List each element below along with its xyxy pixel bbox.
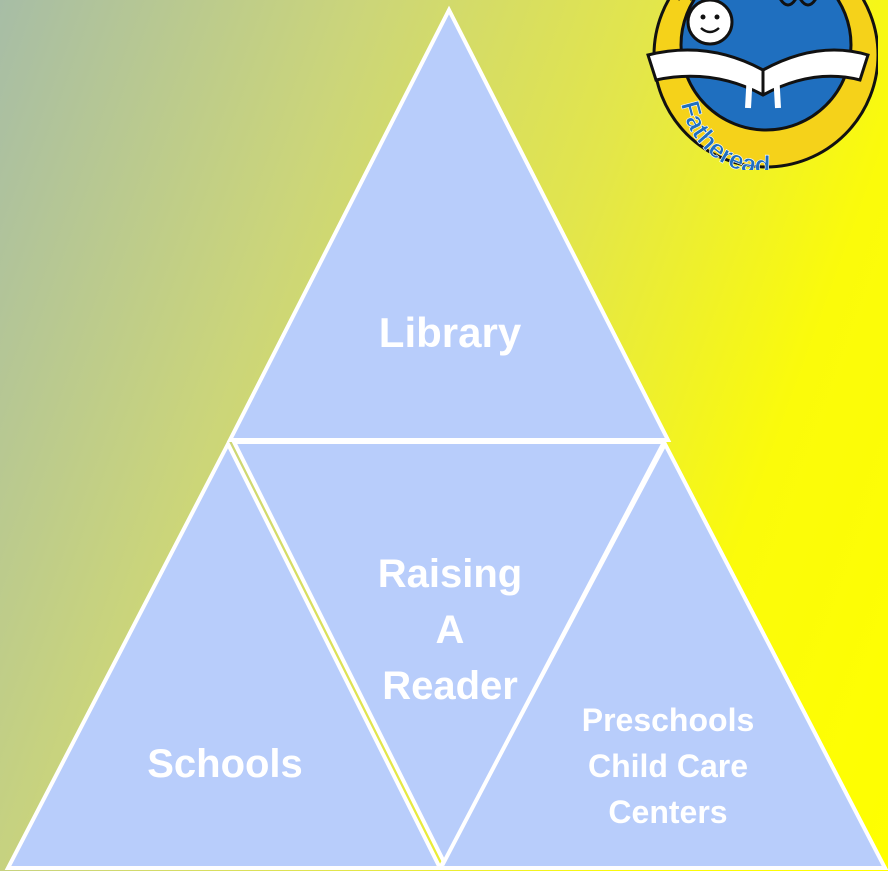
raising-a-reader-label: Raising A Reader xyxy=(330,546,570,714)
center-line-1: Raising xyxy=(377,552,523,596)
triangle-center xyxy=(230,440,668,867)
preschools-line-2: Child Care xyxy=(587,748,749,784)
triangle-library xyxy=(226,5,672,442)
center-line-3: Reader xyxy=(382,664,518,708)
preschools-line-3: Centers xyxy=(608,794,728,830)
schools-label: Schools xyxy=(147,742,303,786)
logo-graphic: Fatheread xyxy=(646,0,878,170)
book-icon xyxy=(646,48,870,97)
preschools-line-1: Preschools xyxy=(581,702,755,738)
fatheread-logo: Fatheread xyxy=(618,0,878,170)
child-face-icon xyxy=(686,0,734,46)
center-line-2: A xyxy=(435,608,465,652)
preschools-label: Preschools Child Care Centers xyxy=(548,697,788,835)
library-label: Library xyxy=(378,309,522,356)
triangle-schools xyxy=(4,439,444,870)
